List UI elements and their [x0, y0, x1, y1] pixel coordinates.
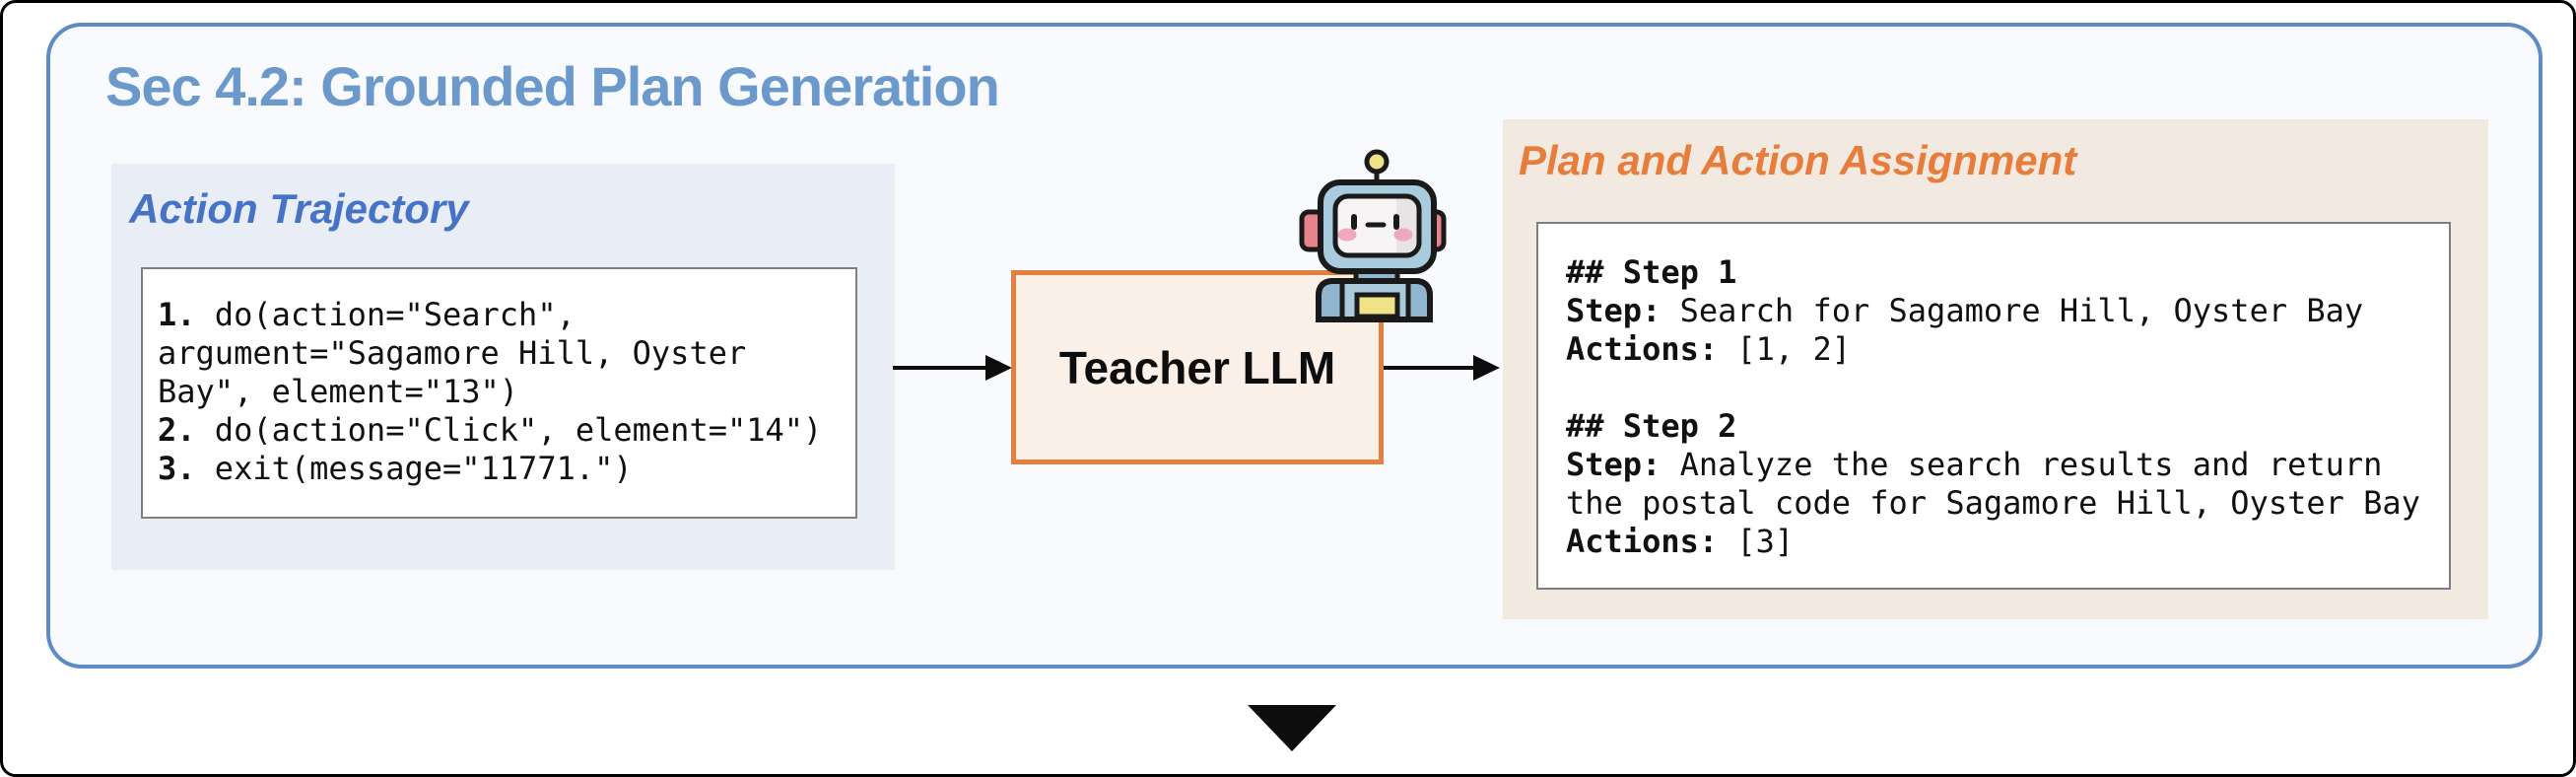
arrow-right-icon — [893, 355, 1012, 381]
flow-down-triangle-icon — [1248, 705, 1336, 751]
action-trajectory-codebox: 1. do(action="Search",argument="Sagamore… — [141, 267, 857, 519]
arrow-right-icon — [1381, 355, 1500, 381]
robot-icon — [1299, 149, 1447, 322]
action-trajectory-label: Action Trajectory — [129, 185, 469, 232]
teacher-llm-label: Teacher LLM — [1058, 341, 1336, 393]
plan-assignment-label: Plan and Action Assignment — [1519, 137, 2077, 183]
section-title: Sec 4.2: Grounded Plan Generation — [105, 55, 1000, 117]
